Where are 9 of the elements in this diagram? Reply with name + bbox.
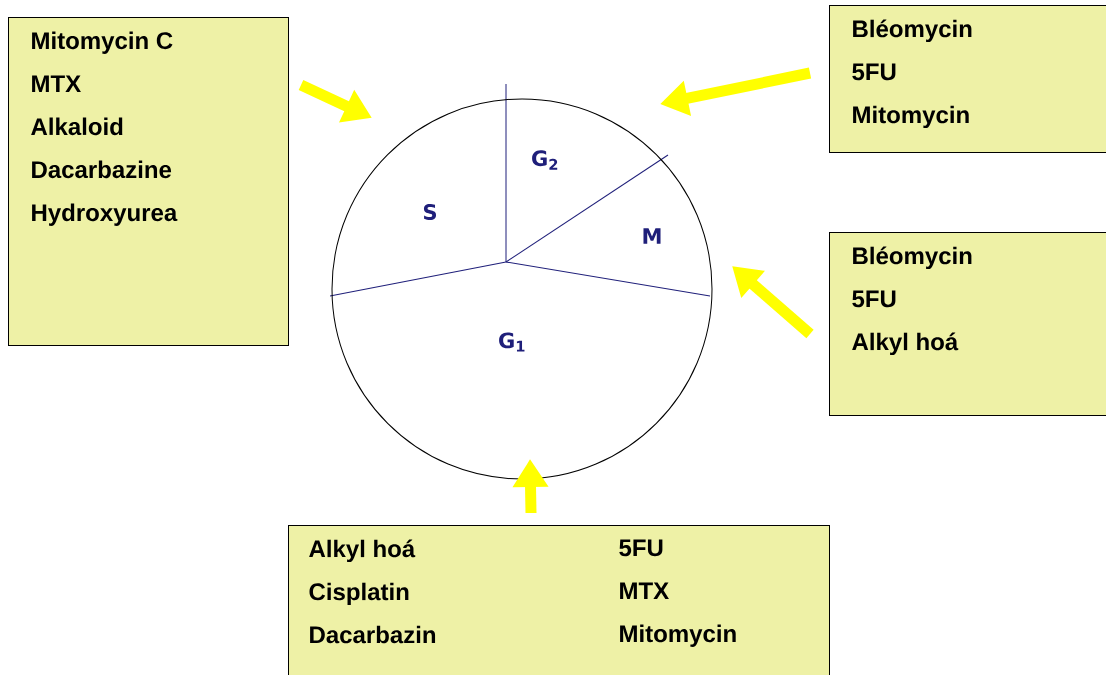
phase-label: G$_{2}$: [532, 150, 558, 170]
drug-list-box: Bléomycin 5FU Mitomycin: [829, 5, 1106, 153]
drug-list-box: Alkyl hoá Cisplatin Dacarbazin 5FU MTX Mitomycin: [288, 525, 830, 675]
phase-label: S: [423, 204, 436, 220]
drug-list-box: Bléomycin 5FU Alkyl hoá: [829, 232, 1106, 416]
phase-label: G$_{1}$: [499, 332, 525, 352]
drug-list-box: Mitomycin C MTX Alkaloid Dacarbazine Hydroxyurea: [8, 17, 289, 346]
phase-label: M: [643, 228, 661, 244]
cell-cycle-circle: [331, 98, 713, 480]
